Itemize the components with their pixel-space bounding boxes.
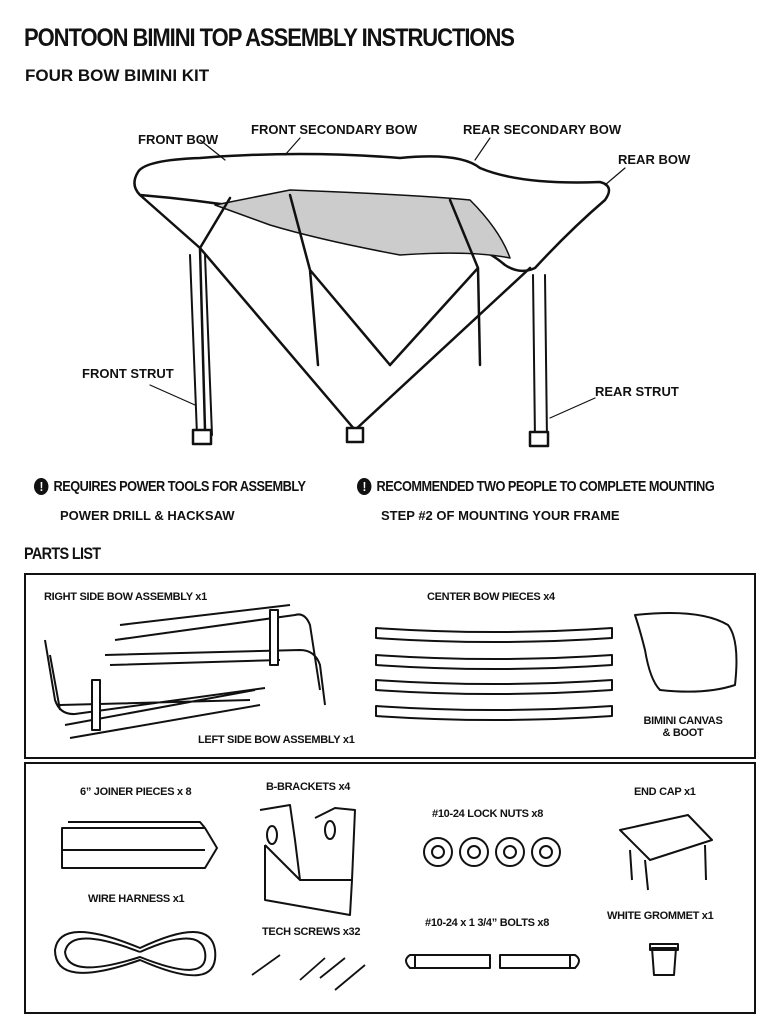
bimini-canvas-boot — [634, 611, 738, 693]
part-label-joiner: 6” JOINER PIECES x 8 — [80, 786, 192, 798]
part-label-brackets: B-BRACKETS x4 — [266, 781, 351, 793]
rear-secondary-leader — [474, 137, 491, 161]
rear-strut — [532, 274, 548, 441]
lock-nuts — [423, 837, 561, 867]
label-front-strut: FRONT STRUT — [82, 366, 174, 381]
exclamation-icon: ! — [357, 478, 372, 495]
label-rear-strut: REAR STRUT — [595, 384, 679, 399]
center-bow-pieces — [375, 627, 613, 721]
part-label-wire-harness: WIRE HARNESS x1 — [88, 893, 185, 905]
part-label-bolts: #10-24 x 1 3/4” BOLTS x8 — [425, 917, 550, 929]
page-subtitle: FOUR BOW BIMINI KIT — [25, 66, 210, 85]
notice-two-people: ! RECOMMENDED TWO PEOPLE TO COMPLETE MOU… — [357, 478, 715, 495]
exclamation-icon: ! — [34, 478, 49, 495]
front-strut-leader — [149, 384, 196, 406]
part-label-grommet: WHITE GROMMET x1 — [607, 910, 714, 922]
notice-detail: POWER DRILL & HACKSAW — [60, 508, 235, 523]
right-side-bow-assembly — [104, 604, 326, 706]
rear-secondary-bow-frame — [388, 198, 482, 367]
page-title: PONTOON BIMINI TOP ASSEMBLY INSTRUCTIONS — [24, 24, 515, 52]
part-label-canvas: BIMINI CANVAS & BOOT — [638, 715, 728, 739]
part-label-left-side-bow: LEFT SIDE BOW ASSEMBLY x1 — [198, 734, 355, 746]
front-secondary-leader — [284, 137, 301, 156]
wire-harness — [54, 931, 217, 977]
parts-box-frames — [24, 573, 756, 759]
left-side-bow-assembly — [44, 639, 266, 739]
rear-bow-leader — [604, 167, 626, 186]
b-bracket — [259, 804, 356, 916]
notice-power-tools: ! REQUIRES POWER TOOLS FOR ASSEMBLY — [34, 478, 306, 495]
front-secondary-bow-frame — [288, 193, 392, 367]
label-front-bow: FRONT BOW — [138, 132, 219, 147]
bimini-diagram — [133, 137, 626, 448]
part-label-lock-nuts: #10-24 LOCK NUTS x8 — [432, 808, 544, 820]
notice-title: RECOMMENDED TWO PEOPLE TO COMPLETE MOUNT… — [376, 478, 715, 495]
canvas-underside — [214, 189, 511, 259]
tech-screws — [251, 954, 366, 991]
notice-detail: STEP #2 OF MOUNTING YOUR FRAME — [381, 508, 620, 523]
label-rear-secondary-bow: REAR SECONDARY BOW — [463, 122, 622, 137]
part-label-right-side-bow: RIGHT SIDE BOW ASSEMBLY x1 — [44, 591, 207, 603]
end-cap — [619, 814, 713, 891]
label-front-secondary-bow: FRONT SECONDARY BOW — [251, 122, 418, 137]
parts-box-hardware — [24, 762, 756, 1014]
part-label-end-cap: END CAP x1 — [634, 786, 696, 798]
canvas-label-line1: BIMINI CANVAS — [643, 715, 723, 727]
part-label-center-bow: CENTER BOW PIECES x4 — [427, 591, 555, 603]
white-grommet — [649, 943, 679, 976]
front-bow-leader — [199, 139, 226, 161]
parts-list-heading: PARTS LIST — [24, 544, 101, 563]
label-rear-bow: REAR BOW — [618, 152, 691, 167]
canvas-label-line2: & BOOT — [662, 727, 704, 739]
notice-title: REQUIRES POWER TOOLS FOR ASSEMBLY — [53, 478, 306, 495]
part-label-tech-screws: TECH SCREWS x32 — [262, 926, 361, 938]
front-strut — [189, 254, 213, 436]
bolts — [405, 954, 580, 969]
joiner-piece — [61, 821, 218, 869]
rear-strut-leader — [549, 397, 596, 419]
